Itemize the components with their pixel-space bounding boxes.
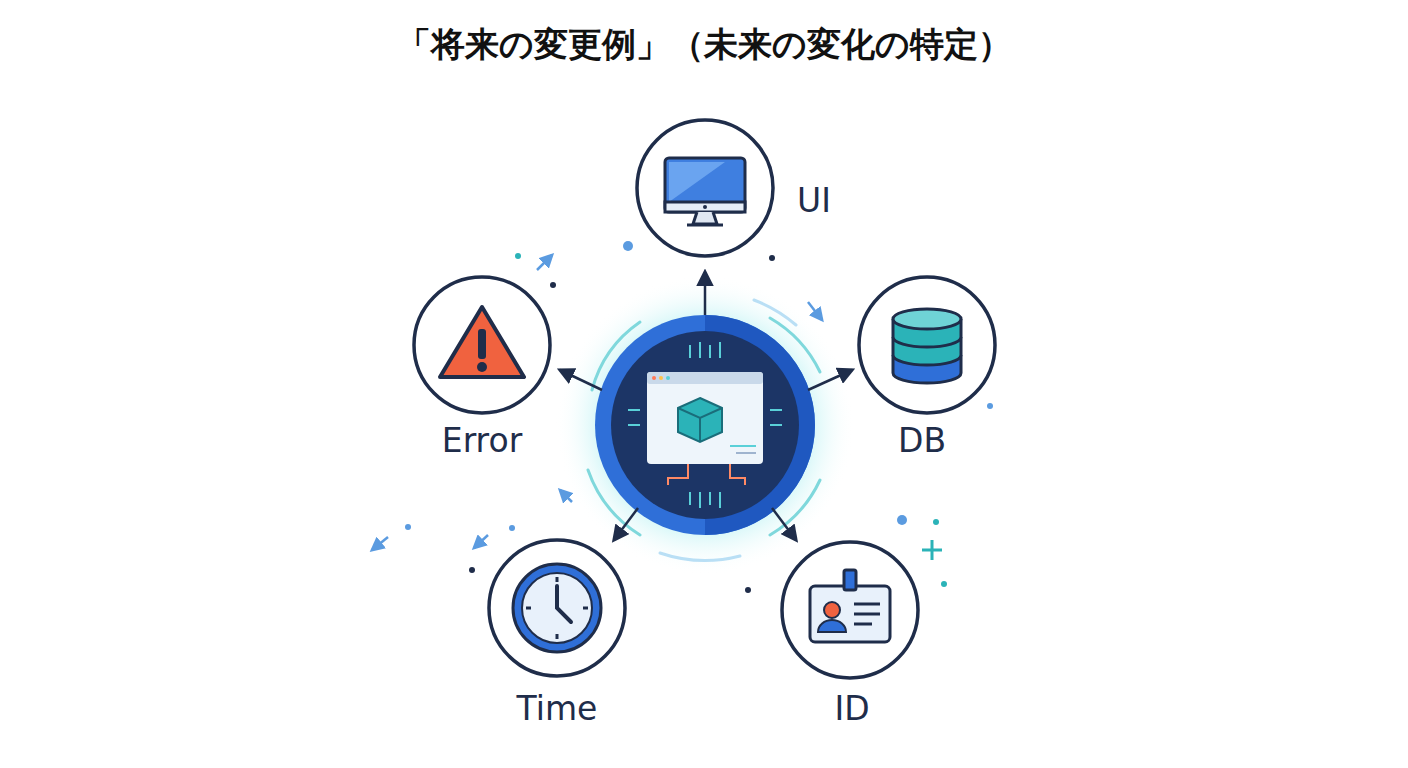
icon-circle-node: Error: [411, 274, 553, 416]
icon-circle: [634, 117, 776, 259]
icon-circle-node: DB: [856, 274, 998, 416]
node-label: Time: [517, 689, 598, 728]
title: 「将来の変更例」（未来の変化の特定）: [0, 22, 1408, 68]
icon-circle-node: UI: [634, 117, 776, 259]
node-label: UI: [797, 181, 831, 220]
icon-circle-node: Time: [486, 537, 628, 679]
node-label: DB: [898, 421, 946, 460]
icon-circle: [411, 274, 553, 416]
icon-circle: [779, 539, 921, 681]
icon-circle-node: ID: [779, 539, 921, 681]
node-label: Error: [442, 421, 522, 460]
icon-circle: [856, 274, 998, 416]
node-label: ID: [834, 689, 869, 728]
icon-circle: [486, 537, 628, 679]
